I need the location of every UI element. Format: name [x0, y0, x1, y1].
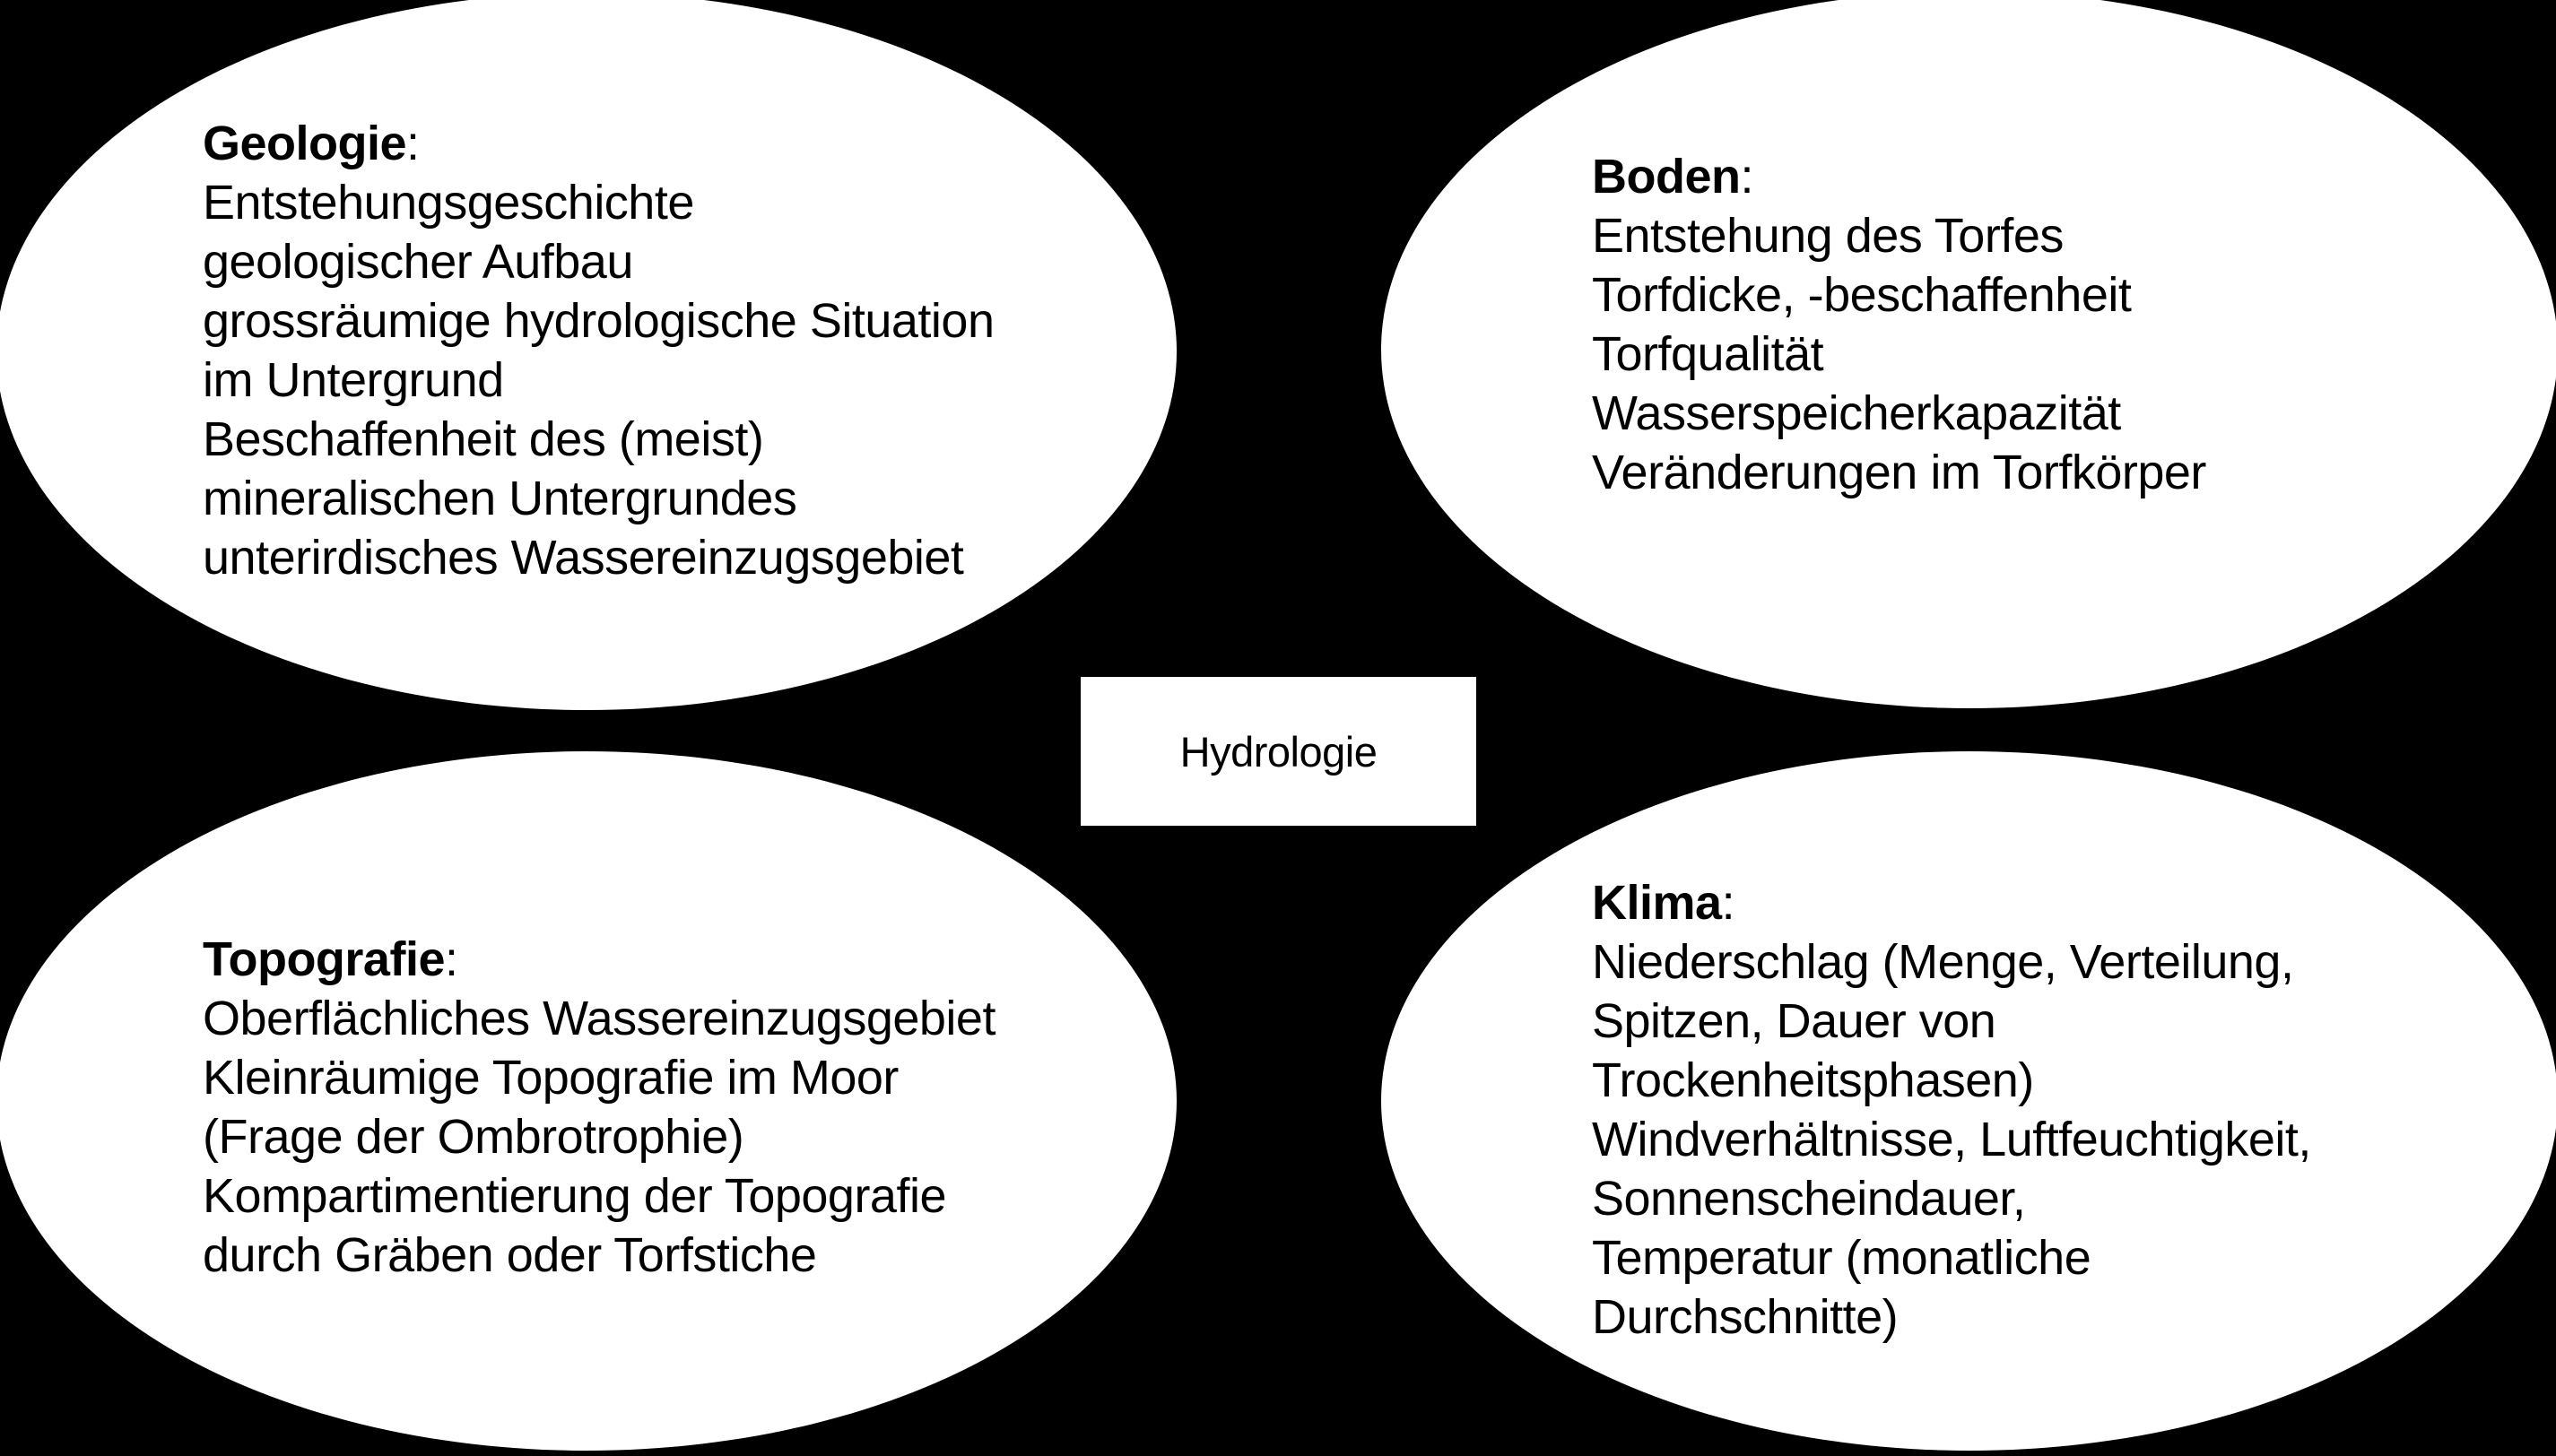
text-line: (Frage der Ombrotrophie): [203, 1110, 744, 1164]
text-line: mineralischen Untergrundes: [203, 472, 797, 525]
klima-heading: Klima: [1592, 876, 1722, 930]
klima-heading-colon: :: [1721, 876, 1735, 930]
ellipse-boden: [1381, 0, 2556, 708]
geologie-heading: Geologie: [203, 117, 407, 170]
text-line: Veränderungen im Torfkörper: [1592, 446, 2206, 499]
text-line: Windverhältnisse, Luftfeuchtigkeit,: [1592, 1113, 2311, 1166]
klima-text-block: Klima: Niederschlag (Menge, Verteilung,S…: [1592, 873, 2311, 1347]
hydrologie-label: Hydrologie: [1179, 727, 1378, 776]
text-line: Kompartimentierung der Topografie: [203, 1169, 946, 1223]
text-line: Trockenheitsphasen): [1592, 1053, 2034, 1107]
ellipse-topografie: [0, 751, 1177, 1451]
text-line: Entstehung des Torfes: [1592, 209, 2064, 263]
boden-heading: Boden: [1592, 150, 1741, 204]
text-line: im Untergrund: [203, 353, 504, 407]
text-line: unterirdisches Wassereinzugsgebiet: [203, 531, 964, 585]
text-line: Spitzen, Dauer von: [1592, 994, 1996, 1048]
geologie-heading-colon: :: [406, 117, 420, 170]
text-line: Entstehungsgeschichte: [203, 176, 694, 230]
text-line: grossräumige hydrologische Situation: [203, 294, 995, 348]
text-line: Wasserspeicherkapazität: [1592, 386, 2121, 440]
text-line: Kleinräumige Topografie im Moor: [203, 1051, 899, 1105]
klima-heading-line: Klima:: [1592, 873, 2311, 932]
text-line: geologischer Aufbau: [203, 235, 633, 289]
boden-heading-colon: :: [1740, 150, 1754, 204]
ellipse-geologie: [0, 0, 1177, 710]
text-line: Beschaffenheit des (meist): [203, 412, 764, 466]
text-line: Torfdicke, -beschaffenheit: [1592, 268, 2132, 322]
ellipse-klima: [1381, 751, 2556, 1451]
text-line: durch Gräben oder Torfstiche: [203, 1228, 817, 1282]
text-line: Niederschlag (Menge, Verteilung,: [1592, 935, 2294, 989]
topografie-heading-colon: :: [444, 932, 458, 986]
text-line: Temperatur (monatliche: [1592, 1231, 2091, 1285]
text-line: Torfqualität: [1592, 327, 1824, 381]
topografie-heading: Topografie: [203, 932, 445, 986]
text-line: Oberflächliches Wassereinzugsgebiet: [203, 992, 995, 1045]
text-line: Sonnenscheindauer,: [1592, 1172, 2026, 1226]
boden-heading-line: Boden:: [1592, 147, 2206, 206]
topografie-text-block: Topografie: Oberflächliches Wassereinzug…: [203, 930, 995, 1285]
geologie-heading-line: Geologie:: [203, 114, 995, 173]
topografie-heading-line: Topografie:: [203, 930, 995, 989]
text-line: Durchschnitte): [1592, 1290, 1899, 1344]
hydrologie-box: Hydrologie: [1081, 677, 1476, 826]
klima-lines: Niederschlag (Menge, Verteilung,Spitzen,…: [1592, 932, 2311, 1347]
